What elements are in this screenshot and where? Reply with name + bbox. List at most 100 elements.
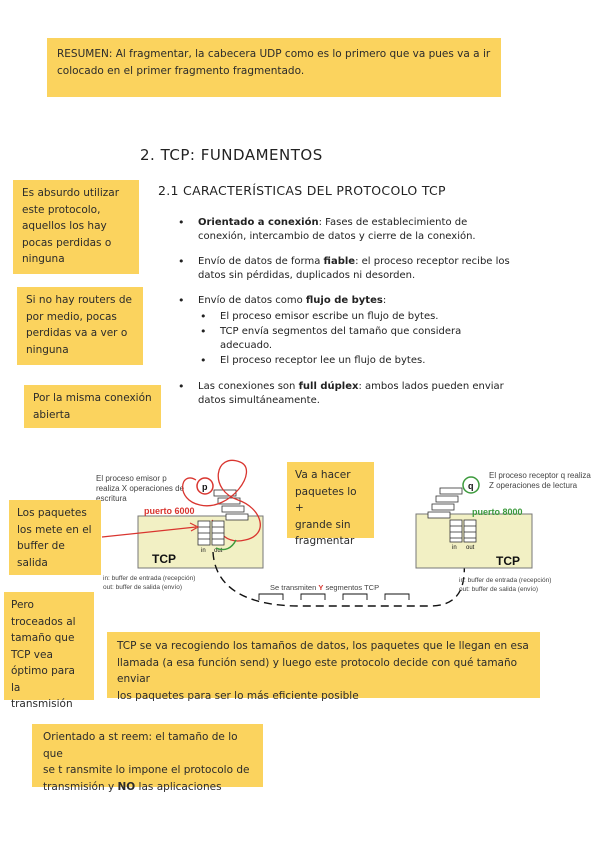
note-line: se t ransmite lo impone el protocolo de [43,764,250,776]
sub-item: El proceso receptor lee un flujo de byte… [198,354,516,368]
sub-item: El proceso emisor escribe un flujo de by… [198,310,516,324]
note-line: por medio, pocas [26,310,117,323]
tcp-note: TCP se va recogiendo los tamaños de dato… [107,632,540,702]
note-line: transmisión y NO las aplicaciones [43,779,252,796]
list-item: Envío de datos como flujo de bytes: El p… [176,294,516,368]
summary-note: RESUMEN: Al fragmentar, la cabecera UDP … [47,38,501,97]
summary-line: colocado en el primer fragmento fragment… [57,64,305,77]
note-line: Es absurdo utilizar [22,187,120,199]
note-line: óptimo para la [11,665,75,694]
stream-note: Orientado a st reem: el tamaño de lo que… [32,724,263,793]
annotation-scribble [182,459,261,542]
bullet-bold: full dúplex [298,381,359,392]
data-blocks-right [427,487,463,519]
note-line: este protocolo, [22,203,101,216]
note-line: Por la misma conexión [33,392,152,404]
buffer-legend-line-right: in: buffer de entrada (recepción) [459,577,551,584]
side-note-packets-buffer: Los paquetes los mete en el buffer de sa… [9,500,101,575]
note-line: Si no hay routers de [26,294,132,306]
left-caption-line: realiza X operaciones de [96,484,185,493]
list-item: Orientado a conexión: Fases de estableci… [176,216,516,244]
note-line: ninguna [22,253,65,265]
tcp-label-right: TCP [496,554,520,568]
subsection-title: 2.1 CARACTERÍSTICAS DEL PROTOCOLO TCP [158,183,446,198]
note-line: llamada (a esa función send) y luego est… [117,656,518,686]
note-text: las aplicaciones [135,780,222,793]
segments-y: Y [318,583,323,592]
arrow-head-icon [189,522,200,532]
note-line: troceados al [11,615,76,628]
bullet-text: Envío de datos de forma [198,256,324,267]
connection-path [212,547,466,607]
left-caption-line: escritura [96,494,127,503]
buffer-out-label: out [214,548,223,554]
buffer-left [197,520,225,546]
port-right-label: puerto 8000 [472,507,523,517]
buffer-right [449,519,477,543]
note-line: Pero [11,599,34,611]
bullet-text: : el proceso receptor recibe los datos s… [198,256,510,281]
note-line: fragmentar [295,535,355,547]
tcp-label-left: TCP [152,552,176,566]
list-item: Las conexiones son full dúplex: ambos la… [176,380,516,408]
note-line: buffer de [17,540,65,552]
buffer-legend-line: out: buffer de salida (envío) [103,584,182,591]
note-line: ninguna [26,343,69,356]
bullet-text: Las conexiones son [198,381,299,392]
segments [258,593,410,600]
segments-text: Se transmiten [270,583,318,592]
segments-text: segmentos TCP [323,583,379,592]
sub-list: El proceso emisor escribe un flujo de by… [198,310,516,368]
left-caption-line: El proceso emisor p [96,474,167,483]
process-q-label: q [468,481,474,491]
note-line: grande sin [295,518,351,531]
right-caption-line: Z operaciones de lectura [489,481,578,490]
section-title: 2. TCP: FUNDAMENTOS [140,146,323,164]
bullet-text: : ambos lados pueden enviar datos simult… [198,381,504,406]
note-line: abierta [33,408,71,421]
summary-line: RESUMEN: Al fragmentar, la cabecera UDP … [57,48,491,60]
note-line: tamaño que [11,632,75,644]
process-p-icon [196,477,214,495]
list-item: Envío de datos de forma fiable: el proce… [176,255,516,283]
right-caption-line: El proceso receptor q realiza [489,471,591,480]
side-note-same-connection: Por la misma conexión abierta [24,385,161,428]
buffer-legend-line: in: buffer de entrada (recepción) [103,575,195,582]
side-note-absurd: Es absurdo utilizar este protocolo, aque… [13,180,139,274]
note-line: Los paquetes [17,507,87,519]
note-text: transmisión y [43,780,118,793]
note-line: salida [17,556,48,569]
process-p-label: p [202,482,208,492]
note-line: los paquetes para ser lo más eficiente p… [117,689,359,702]
side-note-fragmented: Pero troceados al tamaño que TCP vea ópt… [4,592,94,710]
process-q-icon [462,476,480,494]
green-arrow [215,539,237,551]
note-line: TCP vea [11,648,53,661]
note-line: transmisión [11,698,73,710]
segments-label: Se transmiten Y segmentos TCP [270,583,379,592]
features-list: Orientado a conexión: Fases de estableci… [176,216,516,419]
bullet-bold: Orientado a conexión [198,217,319,228]
note-bold: NO [117,780,136,793]
note-line: los mete en el [17,523,92,536]
arrow-line [101,526,197,538]
buffer-out-label-right: out [466,545,475,551]
bullet-text: Envío de datos como [198,295,306,306]
note-line: aquellos los hay [22,220,107,232]
note-line: perdidas va a ver o [26,327,128,339]
side-note-routers: Si no hay routers de por medio, pocas pe… [17,287,143,365]
bullet-text: : [382,295,387,306]
note-line: Orientado a st reem: el tamaño de lo que [43,731,238,760]
note-line: Va a hacer [295,469,351,481]
buffer-in-label: in [201,548,206,554]
port-left-label: puerto 6000 [144,506,195,516]
bullet-bold: fiable [323,256,356,267]
buffer-in-label-right: in [452,545,457,551]
note-line: paquetes lo + [295,485,357,515]
bullet-text: : Fases de establecimiento de conexión, … [198,217,476,242]
sub-item: TCP envía segmentos del tamaño que consi… [198,325,516,353]
note-line: pocas perdidas o [22,236,112,249]
buffer-legend-line-right: out: buffer de salida (envío) [459,586,538,593]
note-line: TCP se va recogiendo los tamaños de dato… [117,640,529,652]
